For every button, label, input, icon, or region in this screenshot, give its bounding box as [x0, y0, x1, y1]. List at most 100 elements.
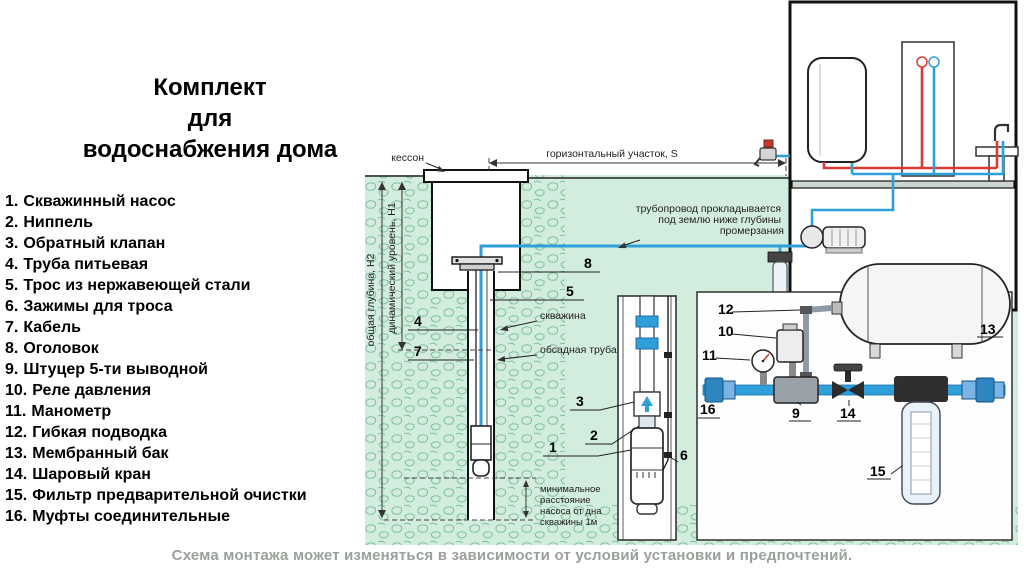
dimensions: кессон горизонтальный участок, S трубопр…	[365, 148, 787, 528]
callout-6-leader	[669, 456, 679, 463]
detail-cable	[662, 296, 669, 471]
legend-item-10: 10.Реле давления	[5, 380, 373, 401]
detail-coupling	[635, 315, 659, 328]
min-distance-line: минимальное	[540, 484, 601, 495]
legend-label: Реле давления	[32, 382, 152, 399]
legend-num: 1.	[5, 193, 19, 210]
legend: 1.Скважинный насос 2.Ниппель 3.Обратный …	[5, 191, 373, 527]
legend-label: Фильтр предварительной очистки	[32, 487, 307, 504]
legend-num: 12.	[5, 424, 28, 441]
callout-6: 6	[680, 447, 688, 463]
ball-valve	[832, 363, 864, 399]
label-total-depth: общая глубина, Н2	[365, 253, 377, 346]
coupling-right	[961, 377, 1005, 403]
callout-10: 10	[718, 323, 734, 339]
callout-11-leader	[715, 357, 751, 361]
legend-item-5: 5.Трос из нержавеющей стали	[5, 275, 373, 296]
callout-14: 14	[840, 405, 856, 421]
pump-motor	[472, 459, 490, 477]
callout-2-leader	[585, 425, 640, 445]
coupling-left	[704, 377, 736, 403]
house-floor	[791, 180, 1015, 189]
callouts: 8 5 4 7 3 2 1 6 12 10 11 16 9 14 13 15	[408, 255, 1003, 480]
legend-num: 10.	[5, 382, 28, 399]
callout-3: 3	[576, 393, 584, 409]
pressure-switch	[776, 323, 804, 379]
callout-15-leader	[867, 465, 903, 480]
legend-label: Гибкая подводка	[32, 424, 167, 441]
hot-main-pipe	[822, 162, 997, 170]
pipe-cabinet	[901, 41, 955, 177]
legend-num: 3.	[5, 235, 19, 252]
tank-port	[831, 301, 843, 315]
callout-12-leader	[731, 309, 801, 313]
detail-nipple	[638, 415, 656, 429]
valve-handle	[833, 363, 863, 372]
legend-item-2: 2.Ниппель	[5, 212, 373, 233]
pressure-gauge	[751, 349, 775, 385]
legend-label: Муфты соединительные	[32, 508, 231, 525]
legend-item-11: 11.Манометр	[5, 401, 373, 422]
legend-label: Обратный клапан	[23, 235, 166, 252]
title-line-2: для	[187, 105, 233, 132]
callout-12: 12	[718, 301, 734, 317]
legend-label: Оголовок	[23, 340, 99, 357]
legend-item-4: 4.Труба питьевая	[5, 254, 373, 275]
pipeline-note-line: промерзания	[720, 225, 784, 237]
callout-9-leader	[789, 401, 811, 422]
wellhead-flange	[451, 256, 503, 265]
callout-16: 16	[700, 401, 716, 417]
legend-item-16: 16.Муфты соединительные	[5, 506, 373, 527]
legend-item-1: 1.Скважинный насос	[5, 191, 373, 212]
legend-num: 4.	[5, 256, 19, 273]
label-horizontal-section: горизонтальный участок, S	[546, 148, 678, 160]
pre-filter	[894, 376, 948, 505]
pump-detail-inset	[617, 295, 677, 541]
label-pipeline-note: трубопровод прокладывается под землю ниж…	[636, 203, 784, 237]
legend-label: Шаровый кран	[32, 466, 151, 483]
cold-meter-icon	[928, 56, 940, 68]
borehole-pump	[470, 425, 492, 461]
outdoor-tap	[753, 139, 790, 167]
callout-1: 1	[549, 439, 557, 455]
legend-item-3: 3.Обратный клапан	[5, 233, 373, 254]
five-way-fitting	[773, 376, 819, 404]
label-dynamic-level: динамический уровень, Н1	[386, 202, 398, 333]
footer-note: Схема монтажа может изменяться в зависим…	[171, 547, 853, 564]
legend-label: Ниппель	[23, 214, 93, 231]
legend-label: Скважинный насос	[23, 193, 176, 210]
legend-label: Манометр	[31, 403, 112, 420]
faucet-icon	[993, 123, 1010, 141]
legend-num: 16.	[5, 508, 28, 525]
caisson-lid	[423, 169, 529, 183]
legend-item-6: 6.Зажимы для троса	[5, 296, 373, 317]
callout-13: 13	[980, 321, 996, 337]
pipeline-note-line: под землю ниже глубины	[658, 214, 781, 226]
legend-item-14: 14.Шаровый кран	[5, 464, 373, 485]
legend-label: Труба питьевая	[23, 256, 149, 273]
callout-1-leader	[543, 449, 632, 457]
legend-item-12: 12.Гибкая подводка	[5, 422, 373, 443]
cold-riser-pump	[810, 174, 895, 226]
legend-item-8: 8.Оголовок	[5, 338, 373, 359]
legend-label: Кабель	[23, 319, 81, 336]
callout-9: 9	[792, 405, 800, 421]
cable-clamp	[664, 412, 672, 418]
water-heater	[807, 57, 867, 163]
legend-item-9: 9.Штуцер 5-ти выводной	[5, 359, 373, 380]
surface-pump	[800, 225, 866, 254]
legend-label: Штуцер 5-ти выводной	[23, 361, 208, 378]
equipment-detail-panel	[696, 263, 1013, 541]
label-min-distance: минимальное расстояние насоса от дна скв…	[540, 484, 604, 528]
label-well: скважина	[540, 310, 586, 322]
detail-coupling	[635, 337, 659, 350]
legend-item-7: 7.Кабель	[5, 317, 373, 338]
callout-11: 11	[702, 347, 717, 363]
callout-7: 7	[414, 343, 422, 359]
callout-3-leader	[570, 401, 635, 411]
legend-label: Зажимы для троса	[23, 298, 173, 315]
filter-cartridge	[910, 411, 932, 495]
legend-num: 2.	[5, 214, 19, 231]
legend-num: 7.	[5, 319, 19, 336]
